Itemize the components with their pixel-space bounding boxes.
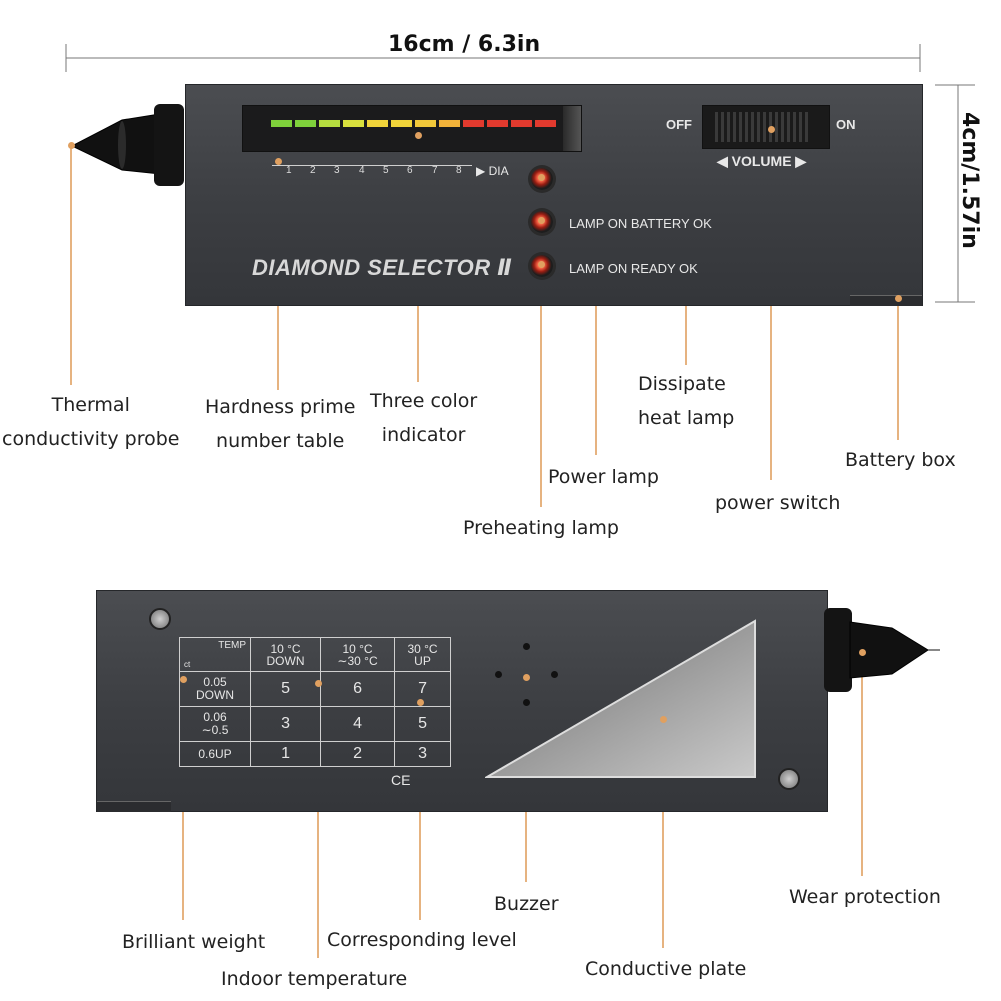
table-cell: 1: [249, 741, 322, 767]
scale-tick: 7: [432, 165, 438, 176]
led-segment: [367, 120, 388, 127]
scale-tick: 8: [456, 165, 462, 176]
marker: [660, 716, 667, 723]
screw: [149, 608, 171, 630]
lamp-battery-label: LAMP ON BATTERY OK: [569, 216, 712, 231]
callout-battery-box: Battery box: [845, 449, 956, 471]
display-bevel: [563, 106, 581, 151]
callout-conductive-plate: Conductive plate: [585, 958, 747, 980]
thermal-probe: [70, 104, 184, 186]
volume-label: ◀ VOLUME ▶: [717, 153, 807, 169]
scale-tick: 6: [407, 165, 413, 176]
callout-power-lamp: Power lamp: [548, 466, 659, 488]
led-segment: [343, 120, 364, 127]
hardness-table: TEMP ct 10 °C DOWN 10 °C ∼30 °C 30 °C UP…: [179, 637, 451, 767]
callout-buzzer: Buzzer: [494, 893, 559, 915]
wear-protection-probe: [824, 608, 940, 692]
battery-box[interactable]: [850, 295, 922, 306]
table-row-label: 0.05 DOWN: [179, 670, 251, 708]
callout-hardness-table: Hardness prime number table: [205, 396, 356, 452]
callout-brilliant-weight: Brilliant weight: [122, 931, 266, 953]
led-segment: [391, 120, 412, 127]
marker: [538, 217, 545, 224]
scale-tick: 1: [286, 165, 292, 176]
conductive-plate: [485, 619, 756, 778]
corner-ct: ct: [184, 660, 191, 669]
marker: [523, 674, 530, 681]
buzzer-hole: [551, 671, 558, 678]
buzzer-hole: [495, 671, 502, 678]
ce-mark: CE: [391, 772, 411, 788]
marker: [315, 680, 322, 687]
callout-wear-protection: Wear protection: [789, 886, 941, 908]
led-segment: [439, 120, 460, 127]
table-cell: 3: [394, 741, 451, 767]
probe-marker: [68, 142, 75, 149]
diamond-selector-top: 1 2 3 4 5 6 7 8 ▶ DIA LAMP ON BATTERY OK…: [185, 84, 923, 306]
callout-three-color: Three color indicator: [370, 390, 478, 446]
table-row-label: 0.06 ∼0.5: [179, 706, 251, 743]
lamp-ready-label: LAMP ON READY OK: [569, 261, 698, 276]
battery-cover: [97, 801, 171, 812]
table-cell: 4: [320, 706, 396, 743]
brand-label: DIAMOND SELECTOR Ⅱ: [252, 255, 513, 280]
switch-knob[interactable]: [715, 112, 811, 142]
callout-indoor-temperature: Indoor temperature: [221, 968, 408, 990]
switch-on-label: ON: [836, 117, 856, 132]
callout-power-switch: power switch: [715, 492, 841, 514]
table-row-label: 0.6UP: [179, 741, 251, 767]
diamond-selector-bottom: TEMP ct 10 °C DOWN 10 °C ∼30 °C 30 °C UP…: [96, 590, 828, 812]
table-header: 30 °C UP: [394, 637, 451, 672]
height-dimension: 4cm/1.57in: [957, 112, 982, 249]
table-cell: 5: [394, 706, 451, 743]
led-segment: [295, 120, 316, 127]
led-segment: [487, 120, 508, 127]
led-segment: [535, 120, 556, 127]
callout-corresponding-level: Corresponding level: [327, 929, 517, 951]
marker: [538, 174, 545, 181]
switch-off-label: OFF: [666, 117, 692, 132]
scale-rule: [272, 159, 472, 166]
table-header: 10 °C DOWN: [249, 637, 322, 672]
led-display: [242, 105, 582, 152]
screw: [778, 768, 800, 790]
buzzer-hole: [523, 699, 530, 706]
table-cell: 3: [249, 706, 322, 743]
length-dimension: 16cm / 6.3in: [388, 32, 541, 57]
volume-switch[interactable]: [702, 105, 830, 149]
led-segment: [319, 120, 340, 127]
marker: [859, 649, 866, 656]
table-cell: 2: [320, 741, 396, 767]
table-cell: 5: [249, 670, 322, 708]
callout-preheating-lamp: Preheating lamp: [463, 517, 619, 539]
marker: [275, 158, 282, 165]
marker: [538, 261, 545, 268]
led-segment: [511, 120, 532, 127]
led-segment: [415, 120, 436, 127]
scale-tick: 3: [334, 165, 340, 176]
led-segment: [271, 120, 292, 127]
marker: [417, 699, 424, 706]
marker: [768, 126, 775, 133]
callout-dissipate-lamp: Dissipate heat lamp: [638, 373, 735, 429]
table-cell: 6: [320, 670, 396, 708]
marker: [415, 132, 422, 139]
scale-tick: 4: [359, 165, 365, 176]
scale-tick: 2: [310, 165, 316, 176]
dia-label: ▶ DIA: [476, 164, 509, 178]
table-header: 10 °C ∼30 °C: [320, 637, 396, 672]
marker: [895, 295, 902, 302]
led-segment: [463, 120, 484, 127]
scale-tick: 5: [383, 165, 389, 176]
table-corner: TEMP ct: [179, 637, 251, 672]
marker: [180, 676, 187, 683]
buzzer-hole: [523, 643, 530, 650]
callout-thermal-probe: Thermal conductivity probe: [2, 394, 180, 450]
corner-temp: TEMP: [218, 640, 246, 651]
